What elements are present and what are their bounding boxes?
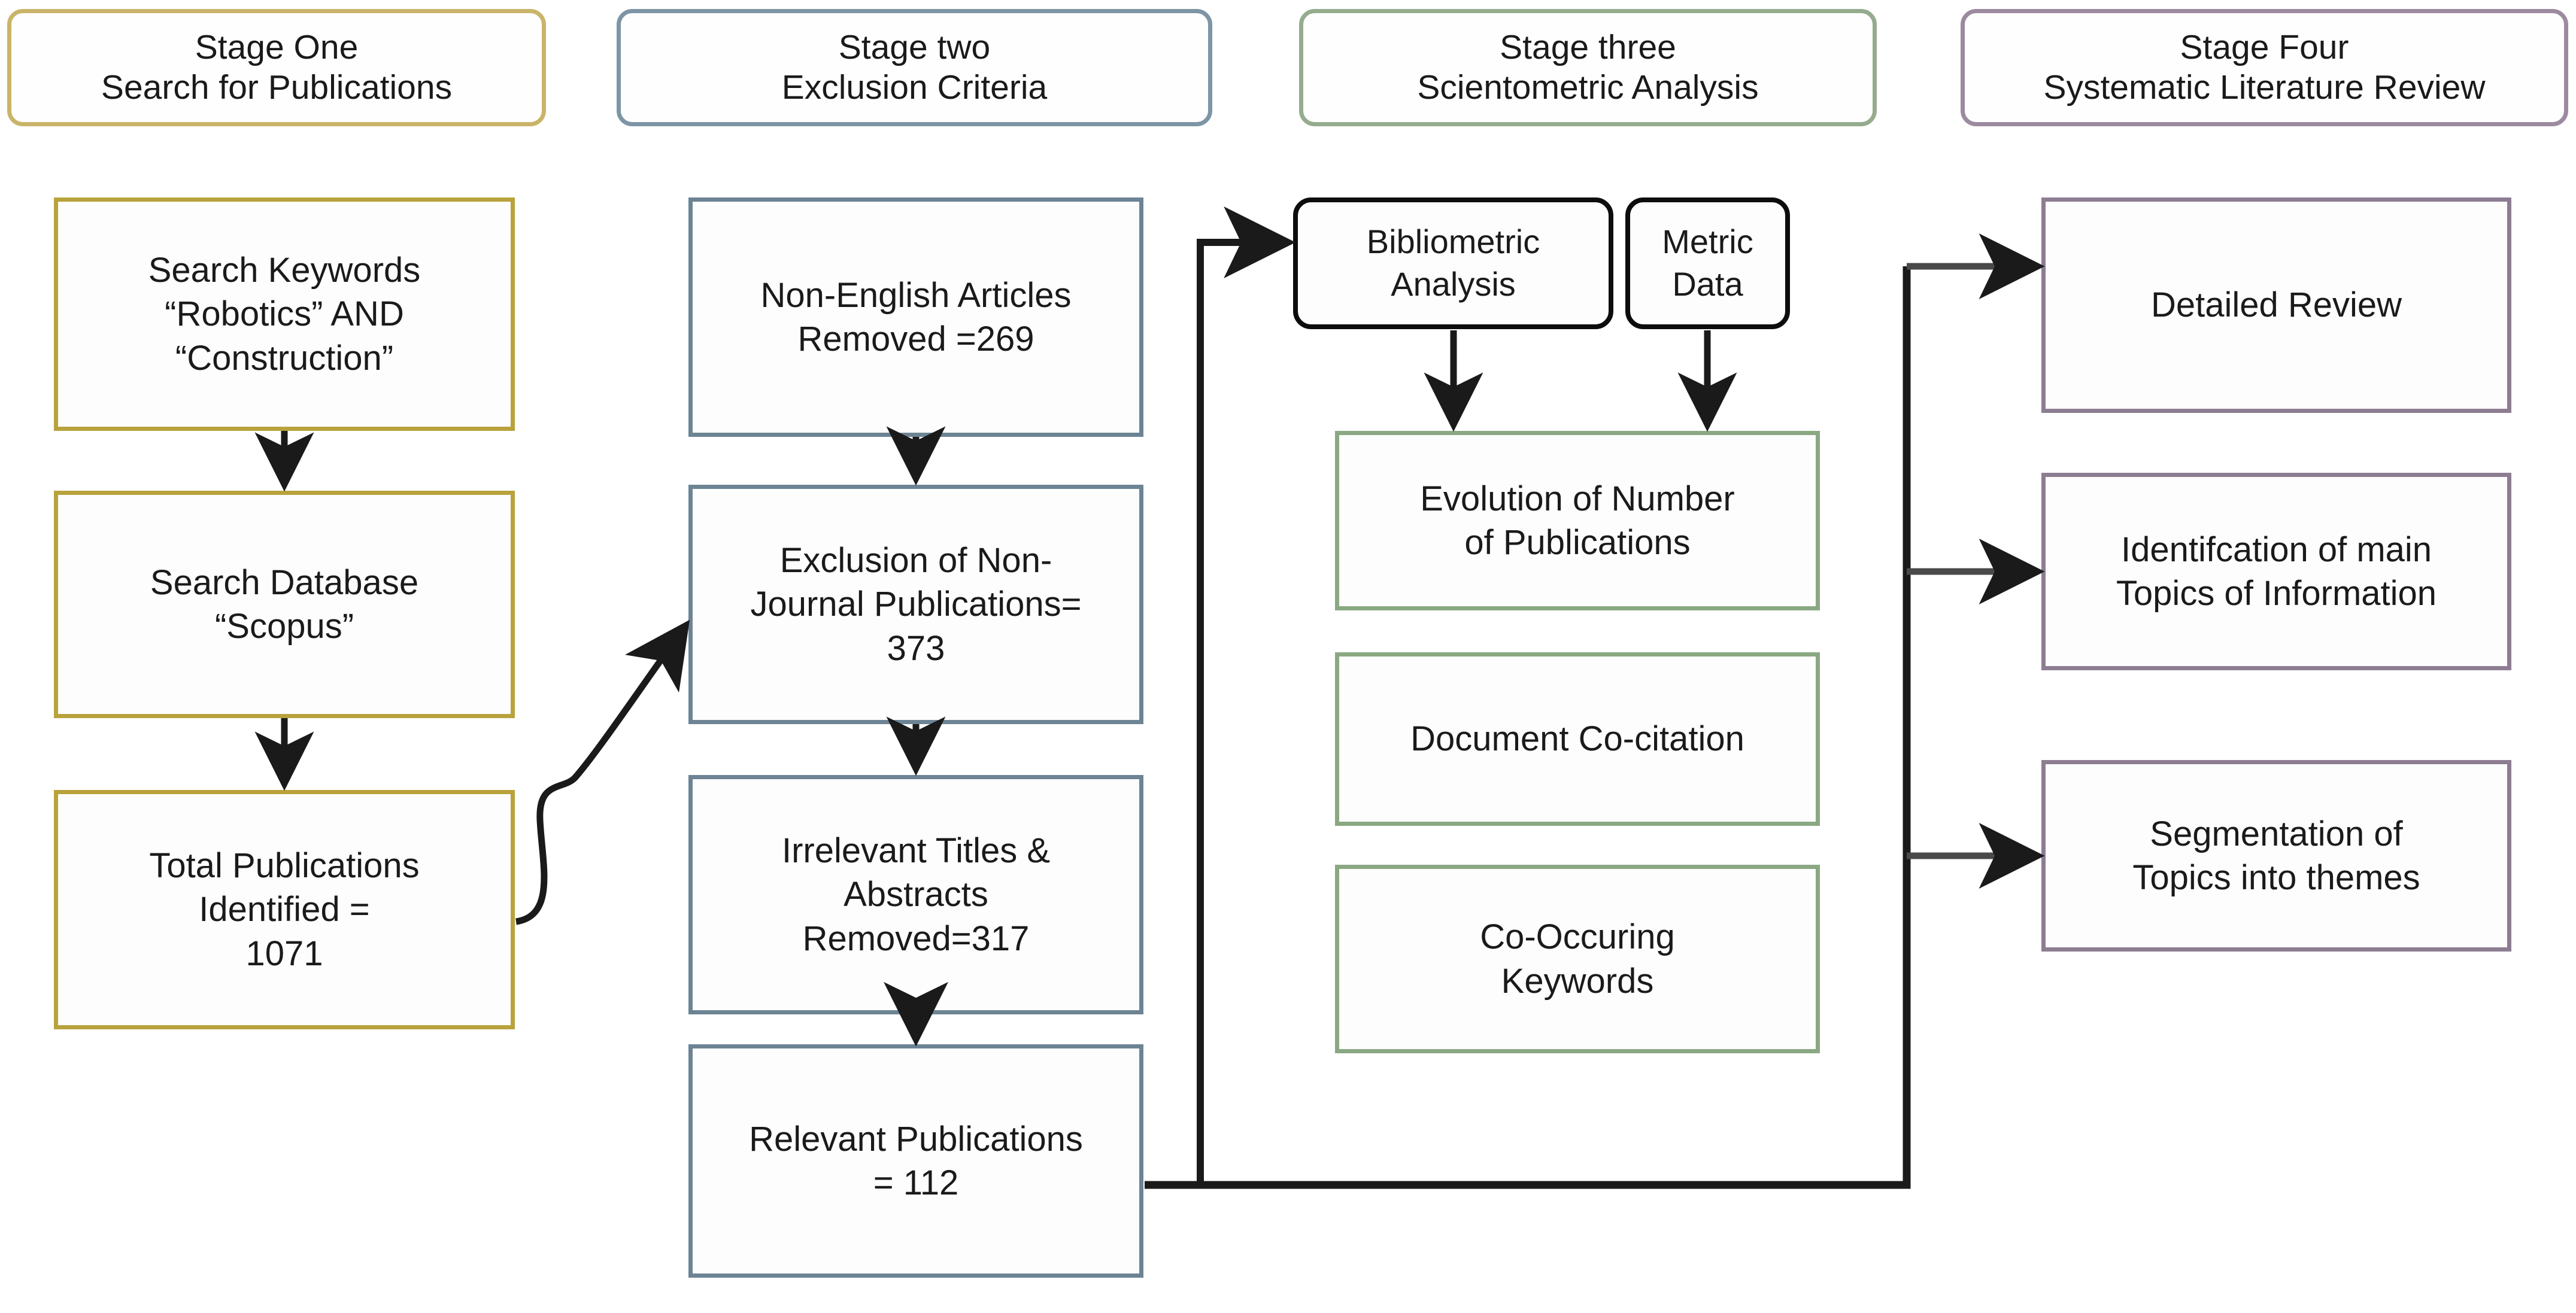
node-segmentation-topics-themes-label: Segmentation of Topics into themes [2132,814,2420,897]
stage-four-header-line2: Systematic Literature Review [2043,68,2486,107]
stage-four-header-line1: Stage Four [2180,28,2349,66]
stage-three-header-line1: Stage three [1500,28,1676,66]
node-search-keywords-label: Search Keywords “Robotics” AND “Construc… [148,251,421,378]
node-search-database-label: Search Database “Scopus” [150,563,419,646]
stage-header-one: Stage One Search for Publications [7,9,546,126]
node-total-publications-label: Total Publications Identified = 1071 [149,846,420,973]
node-search-database[interactable]: Search Database “Scopus” [54,491,515,718]
node-metric-data[interactable]: Metric Data [1625,197,1790,329]
stage-two-header-line1: Stage two [838,28,991,66]
node-identification-main-topics-label: Identifcation of main Topics of Informat… [2116,530,2437,613]
node-segmentation-topics-themes[interactable]: Segmentation of Topics into themes [2041,760,2511,952]
node-relevant-publications[interactable]: Relevant Publications = 112 [688,1044,1143,1278]
node-bibliometric-analysis[interactable]: Bibliometric Analysis [1293,197,1613,329]
node-document-co-citation-label: Document Co-citation [1410,719,1744,759]
node-detailed-review-label: Detailed Review [2150,285,2402,325]
node-search-keywords[interactable]: Search Keywords “Robotics” AND “Construc… [54,197,515,431]
node-irrelevant-titles-removed-label: Irrelevant Titles & Abstracts Removed=31… [781,831,1051,958]
node-evolution-of-publications[interactable]: Evolution of Number of Publications [1335,431,1820,610]
stage-header-three: Stage three Scientometric Analysis [1299,9,1877,126]
stage-two-header-line2: Exclusion Criteria [781,68,1048,107]
node-co-occuring-keywords[interactable]: Co-Occuring Keywords [1335,865,1820,1053]
node-irrelevant-titles-removed[interactable]: Irrelevant Titles & Abstracts Removed=31… [688,775,1143,1014]
node-non-journal-excluded[interactable]: Exclusion of Non- Journal Publications= … [688,485,1143,724]
node-relevant-publications-label: Relevant Publications = 112 [749,1119,1083,1202]
node-identification-main-topics[interactable]: Identifcation of main Topics of Informat… [2041,473,2511,670]
node-total-publications[interactable]: Total Publications Identified = 1071 [54,790,515,1029]
node-non-english-removed-label: Non-English Articles Removed =269 [760,275,1072,358]
node-co-occuring-keywords-label: Co-Occuring Keywords [1480,917,1675,1001]
curve-total-to-non-english [515,619,690,925]
stage-one-header-line1: Stage One [195,28,359,66]
node-non-english-removed[interactable]: Non-English Articles Removed =269 [688,197,1143,437]
node-metric-data-label: Metric Data [1662,223,1753,303]
stage-one-header-line2: Search for Publications [101,68,453,107]
node-document-co-citation[interactable]: Document Co-citation [1335,652,1820,826]
node-evolution-of-publications-label: Evolution of Number of Publications [1420,479,1735,562]
node-non-journal-excluded-label: Exclusion of Non- Journal Publications= … [750,541,1082,668]
node-bibliometric-analysis-label: Bibliometric Analysis [1366,223,1540,303]
node-detailed-review[interactable]: Detailed Review [2041,197,2511,413]
connector-relevant-to-bibliometric [1145,206,1296,1189]
stage-three-header-line2: Scientometric Analysis [1417,68,1759,107]
stage-header-two: Stage two Exclusion Criteria [617,9,1212,126]
stage-header-four: Stage Four Systematic Literature Review [1961,9,2568,126]
